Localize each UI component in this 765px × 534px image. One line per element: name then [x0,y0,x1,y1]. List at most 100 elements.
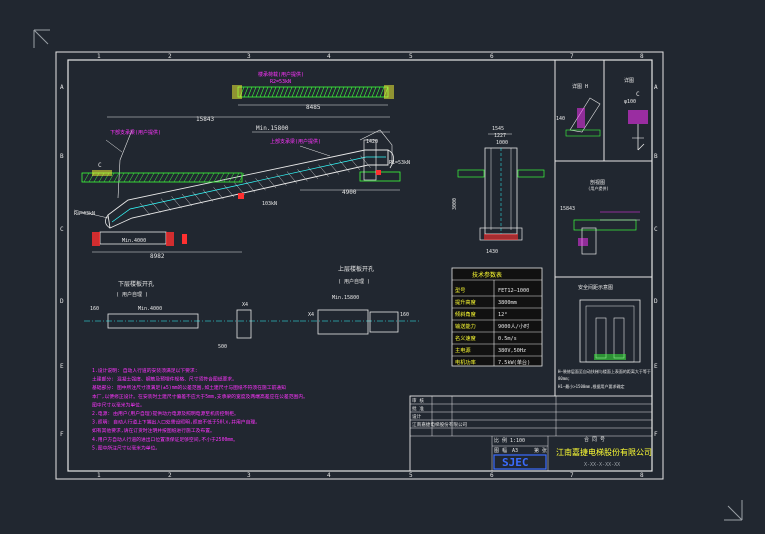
lower-plan: 下层楼板开孔 ( 用户自理 ) 160 Min.4000 X4 500 [84,280,300,350]
title-block: 合 同 号 江南嘉捷电梯股份有限公司 比 例 1:100 图 幅 A3 第 张 … [409,395,653,472]
section-sub: (用户提供) [588,185,609,191]
viewport-corner-marks [33,29,743,521]
row-label-left: E [60,363,64,370]
tb-contract: 合 同 号 [584,436,605,443]
note-line: 5.图中所注尺寸以毫米为单位。 [92,444,160,451]
tb-company: 江南嘉捷电梯股份有限公司 [556,447,652,457]
tb-label: 江南嘉捷电梯股份有限公司 [412,421,468,428]
section-dim: 15843 [560,206,575,212]
cs-d3: 1000 [496,140,508,146]
detail-c-val: φ100 [624,99,636,105]
col-label-top: 5 [409,53,413,60]
spec-row-value: FET12—1000 [498,288,529,294]
left-beam-note: 下部支承梁(用户提供) [110,129,161,136]
row-label-left: A [60,84,64,91]
dim-min-15800: Min.15800 [256,125,289,132]
row-label-left: C [60,226,64,233]
spec-row-label: 提升高度 [455,298,476,306]
tb-scale-v: 1:100 [510,438,525,444]
lower-plan-sub: ( 用户自理 ) [116,291,148,298]
pit-note1: H—装修层面至自动扶梯与楼面上表面的距离大于等于 [558,368,651,374]
row-label-right: C [654,226,658,233]
row-label-right: E [654,363,658,370]
tb-logo: SJEC [502,456,529,469]
col-label-bottom: 4 [327,472,331,479]
slab-end-right [384,85,394,99]
tb-page: 第 张 [534,447,547,454]
col-label-top: 7 [570,53,574,60]
col-label-bottom: 2 [168,472,172,479]
spec-row-value: 7.5kW(单台) [498,358,530,366]
upper-plan-d1: Min.15800 [332,295,359,301]
pit-title: 安全间距示意图 [578,284,613,291]
cs-3000: 3000 [452,198,458,210]
col-label-top: 2 [168,53,172,60]
row-label-right: A [654,84,658,91]
detail-h: 详图 H 140 [556,83,601,137]
spec-row-value: 380V,50Hz [498,348,526,354]
col-label-top: 1 [97,53,101,60]
truss-outline [107,149,389,229]
lower-plan-title: 下层楼板开孔 [118,280,154,288]
section-detail: 剖视图 (用户提供) 15843 [560,179,640,255]
detail-c: 详图 C φ100 [624,77,648,151]
section-title: 剖视图 [590,179,605,186]
note-line: 2.电源: 由用户(用户自理)提供动力电源及照明电源至机房控制柜。 [92,410,239,417]
spec-row-value: 0.5m/s [498,336,517,342]
dim-8982: 8982 [150,253,165,260]
note-line: 4.用户方自动人行道的进出口位置须保证足够空间,不小于2500mm。 [92,436,238,443]
note-line: 本厂,以便修正设计。在安装时土建尺寸偏差不应大于5mm,支承梁的宽度及两端高差应… [92,393,308,400]
spec-row-label: 输送能力 [455,322,476,330]
upper-plan-d3: X4 [308,312,314,318]
detail-h-side: 140 [556,116,565,122]
svg-text:X4: X4 [242,302,248,308]
note-line: 土建部分: 混凝土强度、钢筋及预埋件规格、尺寸须符合图纸要求。 [92,376,237,383]
row-label-right: B [654,153,658,160]
note-line: 3.照明: 自动人行道上下端出入口处需设照明,照度不低于50lx,并用户自理。 [92,419,260,426]
dim-min-4000: Min.4000 [122,238,146,244]
general-notes: 1.设计说明: 自动人行道的安装须满足以下要求: 土建部分: 混凝土强度、钢筋及… [92,367,308,451]
dim-1420: 1420 [366,139,378,145]
tb-label: 审 核 [412,397,424,404]
note-line: 如有其他要求,请在订货时注明并按图纸进行施工及布置。 [92,427,215,434]
mid-beam-note: 上部支承梁(用户提供) [270,138,321,145]
tb-code: X-XX-X-XX-XX [584,462,620,468]
row-label-right: F [654,431,658,438]
main-elevation: 8485 楼承荷载(用户提供) R2=53kN 15843 Min.4000 8… [73,71,410,260]
col-label-bottom: 8 [640,472,644,479]
r-103: 103kN [262,201,277,207]
col-label-top: 8 [640,53,644,60]
row-label-right: D [654,298,658,305]
lower-plan-d3: 500 [218,344,227,350]
spec-title: 技术参数表 [472,271,502,279]
cs-d1: 1545 [492,126,504,132]
upper-slab-hatch [239,86,389,98]
row-label-left: D [60,298,64,305]
dim-15843: 15843 [196,116,214,123]
ra-load: Ra=43kN [74,211,95,217]
cross-section: 1545 1227 1000 3000 1430 [452,126,545,255]
inner-frame [67,59,653,472]
pit-note2: 80mm; [558,376,570,381]
pit-note3: H1—最小>1500mm,根据用户要求确定 [558,383,625,389]
col-label-top: 4 [327,53,331,60]
spec-row-label: 电机功率 [455,358,476,366]
spec-row-value: 9000人/小时 [498,322,529,330]
tb-label: 批 准 [412,405,424,412]
spec-row-value: 3800mm [498,300,517,306]
top-load-label: 楼承荷载(用户提供) [258,71,304,78]
tb-sheet: 图 幅 [494,447,507,454]
truss-web [139,155,371,216]
col-label-bottom: 7 [570,472,574,479]
upper-plan-sub: ( 用户自理 ) [338,278,370,285]
detail-h-title: 详图 H [572,83,588,90]
spec-row-label: 名义速度 [455,334,476,342]
dim-8485: 8485 [306,104,321,111]
col-label-bottom: 5 [409,472,413,479]
col-label-bottom: 1 [97,472,101,479]
col-label-bottom: 3 [247,472,251,479]
spec-row-value: 12° [498,312,507,318]
